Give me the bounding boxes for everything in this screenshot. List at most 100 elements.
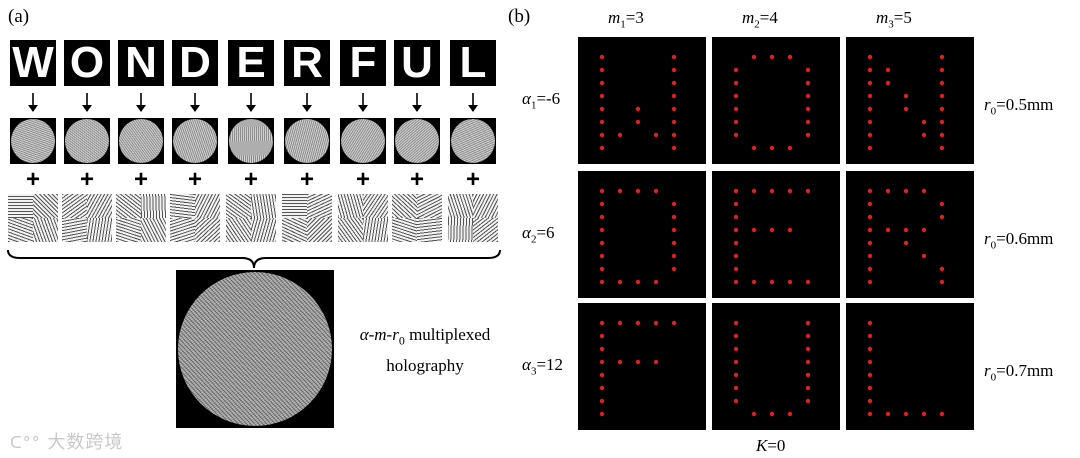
focal-dot (600, 81, 604, 85)
k-symbol: K (756, 436, 767, 455)
grating-sector (307, 194, 332, 218)
dot-letter-pattern (578, 37, 706, 164)
focal-dot (922, 189, 926, 193)
watermark: ᑕ°° 大数跨境 (10, 428, 123, 454)
focal-dot (654, 360, 658, 364)
focal-dot (672, 55, 676, 59)
focal-dot (868, 241, 872, 245)
focal-dot (806, 94, 810, 98)
hologram-tile (172, 118, 218, 164)
letter-glyph: U (394, 40, 440, 86)
focal-dot (940, 68, 944, 72)
grating-sector (338, 194, 363, 218)
focal-dot (868, 189, 872, 193)
focal-dot (770, 146, 774, 150)
focal-dot (600, 386, 604, 390)
focal-dot (806, 81, 810, 85)
plus-sign: + (185, 170, 205, 190)
grating-sector (338, 218, 363, 242)
focal-dot (618, 133, 622, 137)
focal-dot (922, 254, 926, 258)
focal-dot (940, 133, 944, 137)
hologram-disc (119, 119, 163, 163)
output-cell (578, 171, 706, 298)
focal-dot (752, 228, 756, 232)
focal-dot (940, 412, 944, 416)
column-label-value: =4 (760, 8, 778, 27)
focal-dot (600, 215, 604, 219)
focal-dot (868, 133, 872, 137)
column-label: m2=4 (742, 8, 778, 30)
grating-sector (448, 194, 473, 218)
down-arrow-icon (410, 93, 424, 113)
focal-dot (788, 228, 792, 232)
row-label-value: =6 (536, 223, 554, 242)
row-label-symbol: α (522, 223, 531, 242)
hologram-tile (450, 118, 496, 164)
focal-dot (734, 107, 738, 111)
grating-sector (141, 194, 166, 218)
column-label: m1=3 (608, 8, 644, 30)
output-cell (846, 171, 974, 298)
focal-dot (904, 412, 908, 416)
multiplexed-caption-line1: α-m-r0 multiplexed (336, 322, 514, 353)
hologram-disc (395, 119, 439, 163)
focal-dot (806, 189, 810, 193)
column-label-value: =5 (894, 8, 912, 27)
grating-sector (226, 218, 251, 242)
plus-sign: + (353, 170, 373, 190)
grating-sector (116, 194, 141, 218)
focal-dot (806, 399, 810, 403)
focal-dot (600, 241, 604, 245)
focal-dot (600, 280, 604, 284)
radius-label-symbol: r (984, 229, 991, 248)
letter-box: W (10, 40, 56, 86)
radius-label: r0=0.7mm (984, 361, 1053, 383)
focal-dot (672, 215, 676, 219)
letter-glyph: W (10, 40, 56, 86)
fork-grating (8, 194, 58, 242)
dot-letter-pattern (712, 171, 840, 298)
focal-dot (868, 68, 872, 72)
focal-dot (922, 120, 926, 124)
focal-dot (636, 280, 640, 284)
panel-b-label: (b) (508, 6, 530, 28)
focal-dot (788, 55, 792, 59)
focal-dot (806, 120, 810, 124)
letter-glyph: F (340, 40, 386, 86)
focal-dot (868, 254, 872, 258)
focal-dot (734, 360, 738, 364)
dot-letter-pattern (846, 171, 974, 298)
focal-dot (886, 228, 890, 232)
focal-dot (600, 94, 604, 98)
down-arrow-icon (244, 93, 258, 113)
hologram-tile (284, 118, 330, 164)
grating-sector (195, 194, 220, 218)
letter-box: O (64, 40, 110, 86)
focal-dot (770, 228, 774, 232)
focal-dot (868, 360, 872, 364)
focal-dot (618, 280, 622, 284)
focal-dot (940, 55, 944, 59)
output-cell (712, 303, 840, 430)
hologram-disc (451, 119, 495, 163)
column-label-value: =3 (626, 8, 644, 27)
row-label: α3=12 (522, 355, 563, 377)
focal-dot (600, 55, 604, 59)
focal-dot (868, 215, 872, 219)
radius-label-value: =0.6mm (996, 229, 1053, 248)
focal-dot (806, 321, 810, 325)
focal-dot (940, 146, 944, 150)
focal-dot (600, 120, 604, 124)
focal-dot (734, 254, 738, 258)
focal-dot (940, 81, 944, 85)
focal-dot (770, 280, 774, 284)
focal-dot (672, 120, 676, 124)
focal-dot (654, 189, 658, 193)
letter-glyph: E (228, 40, 274, 86)
focal-dot (672, 267, 676, 271)
focal-dot (806, 347, 810, 351)
focal-dot (868, 267, 872, 271)
focal-dot (734, 267, 738, 271)
multiplexed-hologram (176, 270, 334, 428)
